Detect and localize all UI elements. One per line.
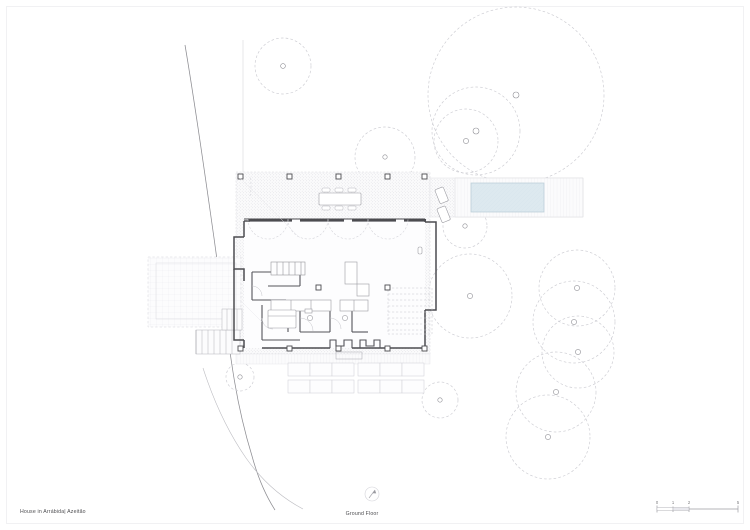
tree-north-centre [354,126,416,188]
tree-north-east-mid [431,86,521,176]
dining-table [318,192,362,206]
pergola-canopy-arcs [247,175,409,240]
exterior-steps-west [221,308,243,331]
sheet-border [6,6,744,524]
swimming-pool-area [434,177,584,223]
lounge-chair-group [434,186,451,223]
column-group [237,173,428,352]
interior-stair-west [270,261,306,276]
tree-east-3 [532,280,616,364]
tree-south-west [225,362,255,392]
interior-furniture [267,187,423,329]
scale-tick-3: 5 [736,500,740,505]
scale-tick-0: 0 [655,500,659,505]
drawing-title: Ground Floor [345,511,379,517]
door-swing-group [251,285,342,332]
scale-bar-graphic [656,505,739,513]
island-counter [344,261,358,285]
tree-trunk-group [237,63,581,440]
project-title: House in Arrábida| Azeitão [20,509,86,515]
tree-north-east-small [433,108,499,174]
stepping-stone-paving [287,362,425,394]
tree-east-6 [505,394,591,480]
construction-lines [239,177,301,323]
swimming-pool [470,182,545,213]
tree-south-centre [421,381,459,419]
tree-large-north-east [427,6,605,184]
scale-bar-labels: 0 1 2 5 [655,500,740,516]
site-path-lower [202,367,304,510]
scale-tick-1: 1 [671,500,675,505]
tree-east-5 [515,351,597,433]
bed [267,309,297,329]
tree-east-4 [541,315,615,389]
exterior-steps-southwest [195,329,241,355]
north-arrow-icon [364,486,380,502]
tree-north-west [254,37,312,95]
north-glazing-panels [248,219,426,222]
kitchen-counter [270,299,332,312]
stair-east-dashed [387,287,433,335]
tree-east-2 [538,249,616,327]
scale-tick-2: 2 [687,500,691,505]
